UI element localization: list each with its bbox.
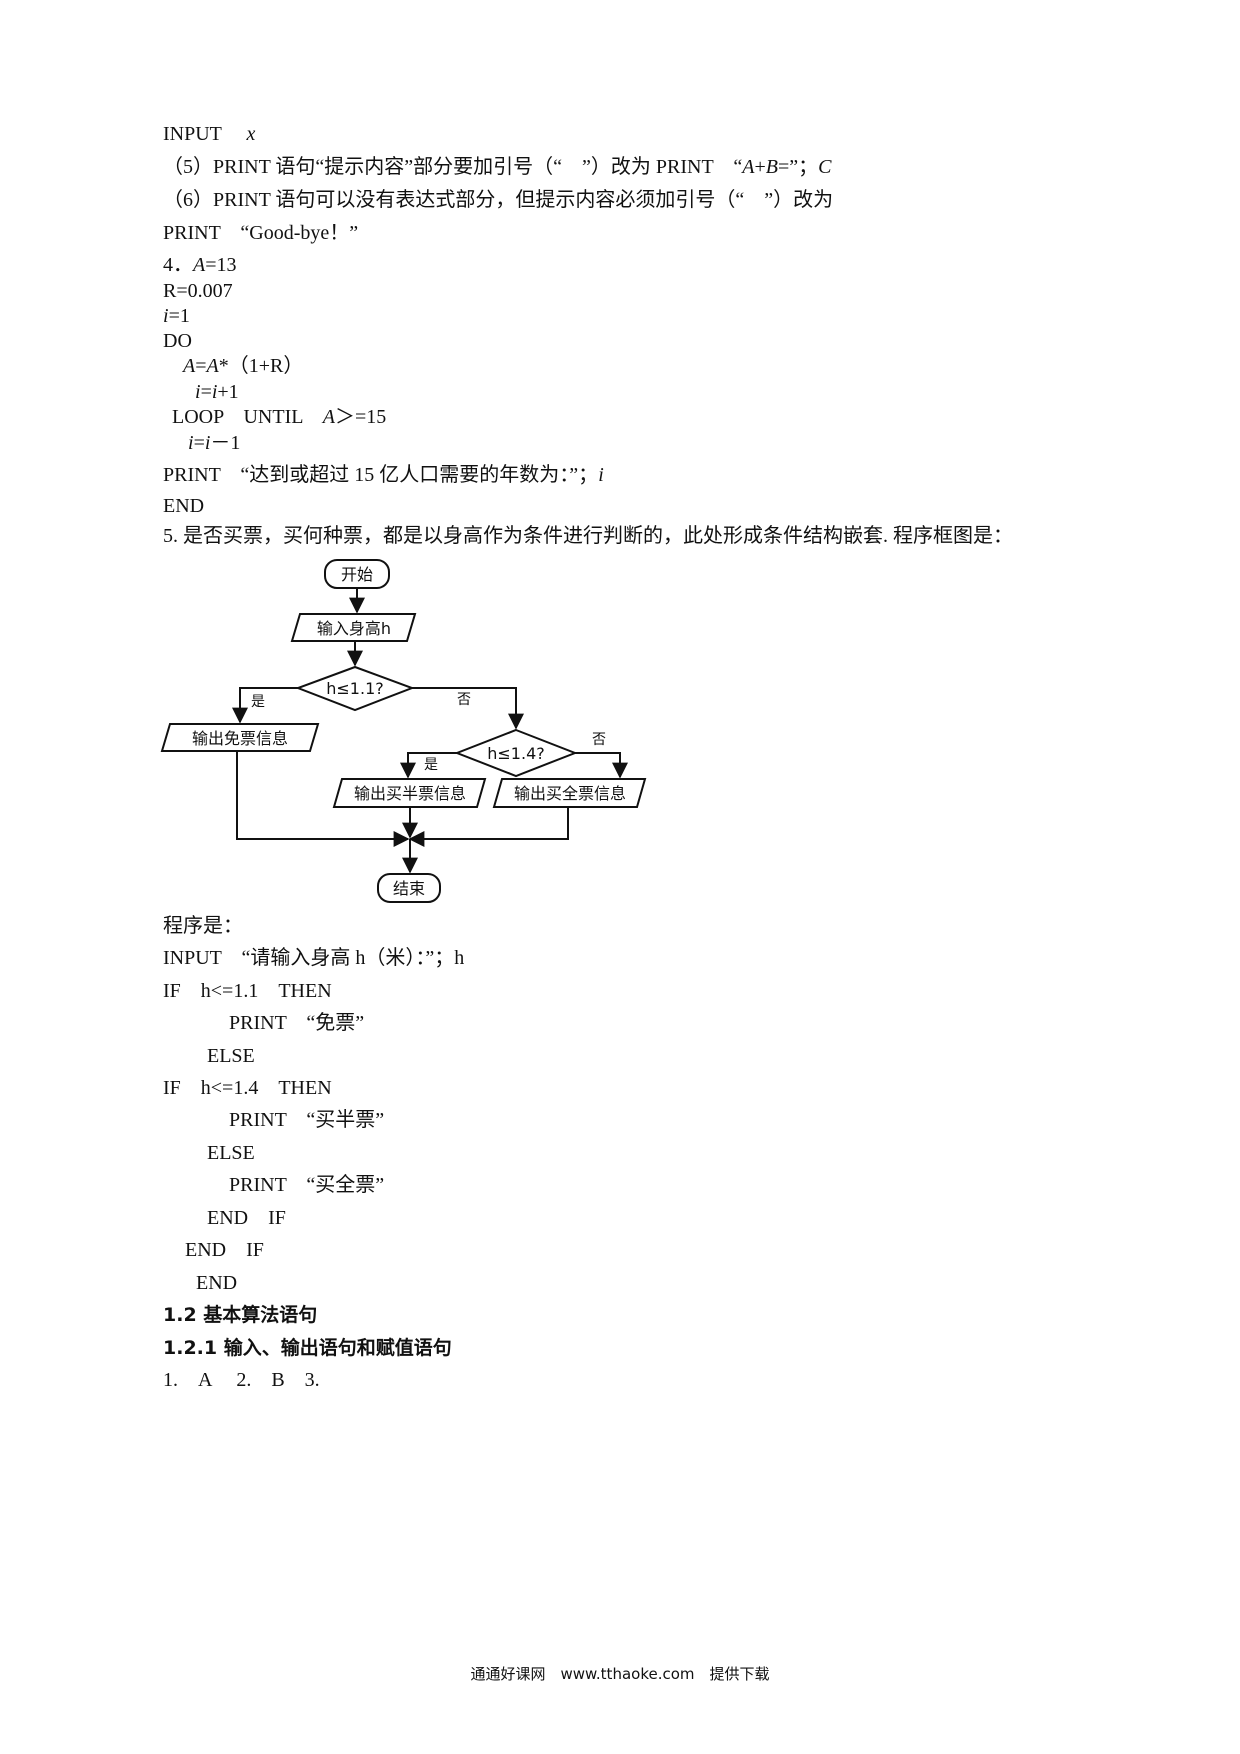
- expression-rest: －1: [210, 432, 241, 454]
- output-free-label: 输出免票信息: [192, 729, 288, 748]
- input-box: [290, 613, 417, 642]
- question-number: 4．: [163, 254, 193, 276]
- code-keyword: INPUT: [163, 123, 222, 145]
- condition-rest: ＞=15: [334, 406, 387, 428]
- question-5-line: 5. 是否买票，买何种票，都是以身高作为条件进行判断的，此处形成条件结构嵌套. …: [163, 525, 1013, 547]
- input-label: 输入身高h: [317, 619, 391, 638]
- no-label-2: 否: [592, 732, 606, 748]
- code-line-loop-until: LOOP UNTIL A＞=15: [172, 405, 386, 429]
- code-variable: x: [246, 123, 256, 145]
- answer-line-5: （5）PRINT 语句“提示内容”部分要加引号（“ ”）改为 PRINT “A+…: [163, 155, 831, 179]
- code-line-i-increment: i=i+1: [195, 380, 239, 404]
- output-full-label: 输出买全票信息: [514, 784, 626, 803]
- var-i: i: [598, 464, 604, 486]
- answers-line: 1. A 2. B 3.: [163, 1369, 320, 1391]
- code-line-print-years: PRINT “达到或超过 15 亿人口需要的年数为：”；i: [163, 463, 604, 487]
- code-line-a-update: A=A*（1+R）: [183, 354, 303, 378]
- program-flowchart: 开始 输入身高h h≤1.1? 是 否 输出免票信息 h≤1.4? 是 否 输出…: [160, 559, 647, 903]
- end-label: 结束: [393, 879, 425, 898]
- code-line-end: END: [163, 495, 205, 517]
- var-a: A: [183, 355, 196, 377]
- var-b: B: [765, 156, 778, 178]
- program-line-else-1: ELSE: [207, 1045, 255, 1067]
- plus-sign: +: [754, 156, 766, 178]
- program-line-else-2: ELSE: [207, 1142, 255, 1164]
- decision-1: [295, 665, 415, 712]
- var-i: i: [211, 381, 218, 403]
- page-footer: 通通好课网 www.tthaoke.com 提供下载: [470, 1665, 770, 1683]
- output-full-box: [492, 778, 647, 808]
- assign-value: =1: [168, 305, 190, 327]
- program-line-print-half: PRINT “买半票”: [229, 1109, 385, 1131]
- program-line-end-if-inner: END IF: [207, 1207, 286, 1229]
- assign-value: =13: [205, 254, 237, 276]
- program-line-input: INPUT “请输入身高 h（米）：”；h: [163, 947, 465, 969]
- decision-2-label: h≤1.4?: [487, 744, 544, 763]
- var-a: A: [742, 156, 755, 178]
- var-c: C: [818, 156, 832, 178]
- program-line-print-free: PRINT “免票”: [229, 1012, 365, 1034]
- code-line-i-init: i=1: [163, 304, 190, 328]
- code-line-r: R=0.007: [163, 280, 233, 302]
- answer-line-6: （6）PRINT 语句可以没有表达式部分，但提示内容必须加引号（“ ”）改为: [163, 189, 834, 211]
- var-i: i: [195, 381, 201, 403]
- program-line-if-2: IF h<=1.4 THEN: [163, 1077, 332, 1099]
- var-i: i: [204, 432, 211, 454]
- code-line-print-goodbye: PRINT “Good-bye！”: [163, 222, 359, 244]
- answer-text-end: =”；: [777, 156, 819, 178]
- program-line-end: END: [196, 1272, 238, 1294]
- expression-rest: *（1+R）: [218, 355, 304, 377]
- equals: =: [193, 432, 205, 454]
- code-line-do: DO: [163, 330, 192, 352]
- expression-rest: +1: [217, 381, 239, 403]
- var-a: A: [206, 355, 219, 377]
- var-a: A: [322, 406, 335, 428]
- end-terminal: [377, 873, 441, 903]
- program-line-end-if-outer: END IF: [185, 1239, 264, 1261]
- program-line-print-full: PRINT “买全票”: [229, 1174, 385, 1196]
- equals: =: [200, 381, 212, 403]
- no-label-1: 否: [457, 692, 471, 708]
- var-i: i: [188, 432, 194, 454]
- yes-label-1: 是: [251, 694, 265, 710]
- program-line-if-1: IF h<=1.1 THEN: [163, 980, 332, 1002]
- start-label: 开始: [341, 565, 373, 584]
- output-half-label: 输出买半票信息: [354, 784, 466, 803]
- subsection-heading: 1.2.1 输入、输出语句和赋值语句: [163, 1337, 452, 1359]
- program-title: 程序是：: [163, 915, 243, 937]
- output-free-box: [160, 723, 320, 752]
- equals: =: [195, 355, 207, 377]
- loop-keyword: LOOP UNTIL: [172, 406, 323, 428]
- decision-2: [454, 728, 578, 778]
- section-heading: 1.2 基本算法语句: [163, 1304, 318, 1326]
- var-i: i: [163, 305, 169, 327]
- code-line-i-decrement: i=i－1: [188, 431, 240, 455]
- yes-label-2: 是: [424, 757, 438, 773]
- decision-1-label: h≤1.1?: [326, 679, 383, 698]
- var-a: A: [193, 254, 206, 276]
- answer-text: （5）PRINT 语句“提示内容”部分要加引号（“ ”）改为 PRINT “: [163, 156, 743, 178]
- code-line-input-x: INPUT x: [163, 122, 255, 146]
- print-text: PRINT “达到或超过 15 亿人口需要的年数为：”；: [163, 464, 599, 486]
- output-half-box: [332, 778, 487, 808]
- question-4-line: 4．A=13: [163, 253, 237, 277]
